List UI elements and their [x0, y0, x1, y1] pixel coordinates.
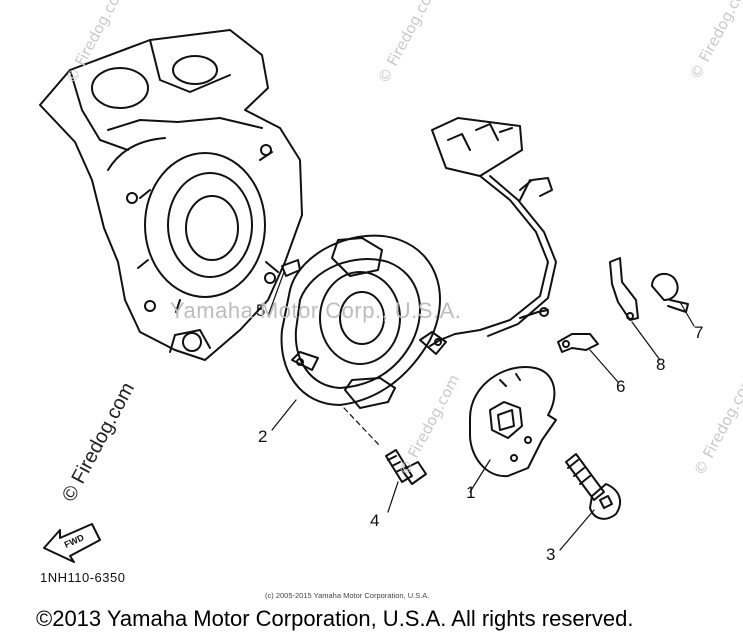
- stator-assembly: [280, 234, 447, 409]
- callout-7: 7: [694, 323, 703, 342]
- leader-lines: [267, 271, 695, 551]
- callout-1: 1: [466, 483, 475, 502]
- copyright-notice: ©2013 Yamaha Motor Corporation, U.S.A. A…: [36, 606, 634, 631]
- screw-small: [385, 449, 427, 485]
- callout-4: 4: [370, 511, 379, 530]
- center-watermark: Yamaha Motor Corp., U.S.A.: [170, 298, 462, 323]
- callout-3: 3: [546, 545, 555, 564]
- clamp: [557, 333, 599, 353]
- small-copyright: (c) 2005-2015 Yamaha Motor Corporation, …: [265, 591, 430, 600]
- callout-2: 2: [258, 427, 267, 446]
- engine-crankcase: [39, 29, 303, 361]
- callout-5: 5: [256, 301, 265, 320]
- part-code: 1NH110-6350: [40, 570, 126, 585]
- callout-6: 6: [616, 377, 625, 396]
- bolt-large: [565, 453, 622, 520]
- pickup-base-plate: [469, 366, 557, 478]
- fwd-arrow: [43, 523, 101, 563]
- wiring-harness: [429, 117, 557, 347]
- bracket: [609, 257, 639, 321]
- cable-holder: [651, 272, 689, 313]
- callout-8: 8: [656, 355, 665, 374]
